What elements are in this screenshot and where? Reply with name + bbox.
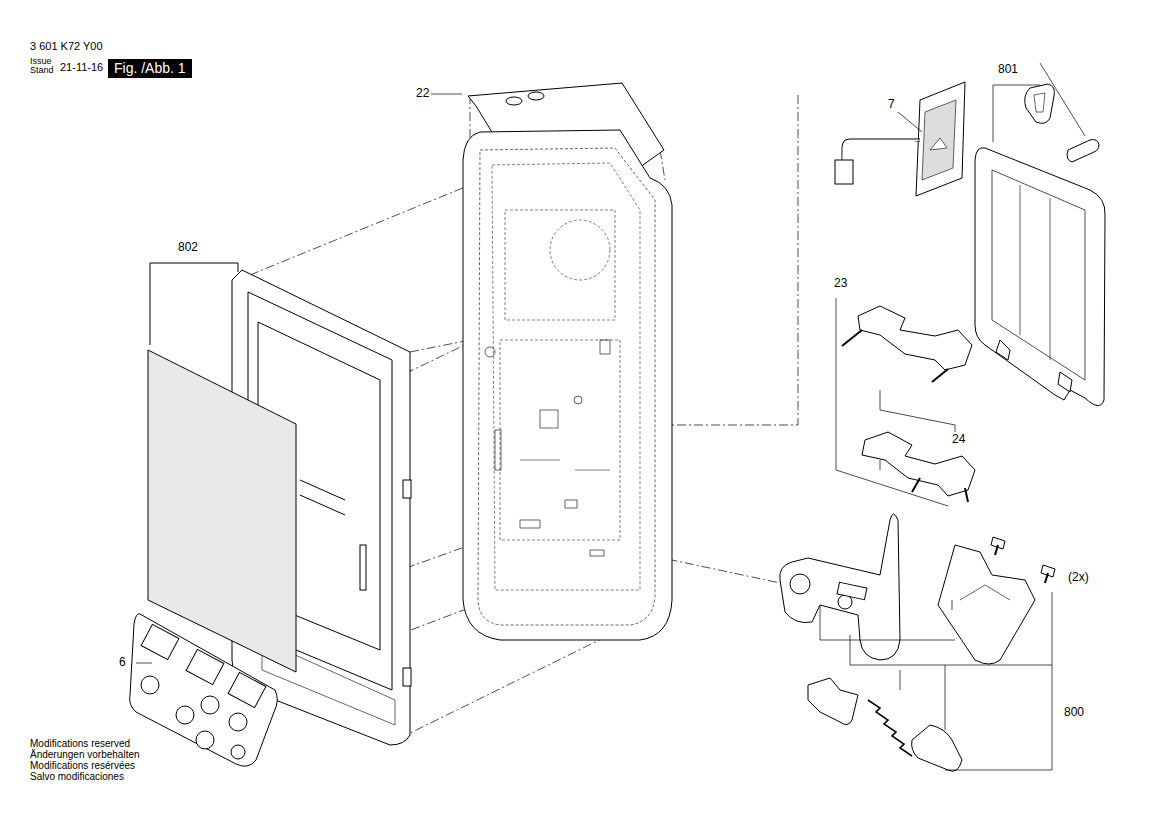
battery-contacts: [842, 306, 975, 502]
callout-number: 22: [414, 87, 431, 100]
display-glass: [148, 350, 296, 672]
group-bracket: [836, 298, 948, 506]
keypad: [130, 614, 278, 767]
disclaimer-note: Änderungen vorbehalten: [28, 749, 142, 760]
issue-date: 21-11-16: [58, 61, 105, 73]
leader-line: [136, 663, 152, 664]
callout-number: 7: [886, 98, 897, 111]
group-bracket: [150, 263, 238, 345]
issue-label: Stand: [28, 66, 56, 76]
flex-cable-sensor: [835, 82, 965, 196]
quantity-note: (2x): [1066, 571, 1091, 584]
callout-number: 24: [950, 433, 967, 446]
latch-assembly: [780, 514, 1055, 771]
leader-line: [898, 112, 922, 132]
callout-number: 23: [832, 277, 849, 290]
disclaimer-note: Salvo modificaciones: [28, 771, 126, 782]
group-bracket: [880, 460, 881, 470]
disclaimer-note: Modifications reserved: [28, 738, 132, 749]
group-bracket: [1040, 63, 1085, 136]
group-bracket: [993, 85, 1040, 142]
callout-number: 801: [996, 63, 1020, 76]
battery-cover: [975, 84, 1105, 406]
disclaimer-note: Modifications resérvées: [28, 760, 137, 771]
leader-line: [430, 94, 462, 95]
group-bracket: [820, 592, 1052, 770]
callout-number: 800: [1062, 706, 1086, 719]
callout-number: 6: [117, 656, 128, 669]
part-number: 3 601 K72 Y00: [28, 40, 105, 52]
housing: [463, 130, 672, 640]
callout-number: 802: [176, 241, 200, 254]
group-bracket: [880, 390, 955, 432]
figure-label: Fig. /Abb. 1: [108, 59, 192, 78]
